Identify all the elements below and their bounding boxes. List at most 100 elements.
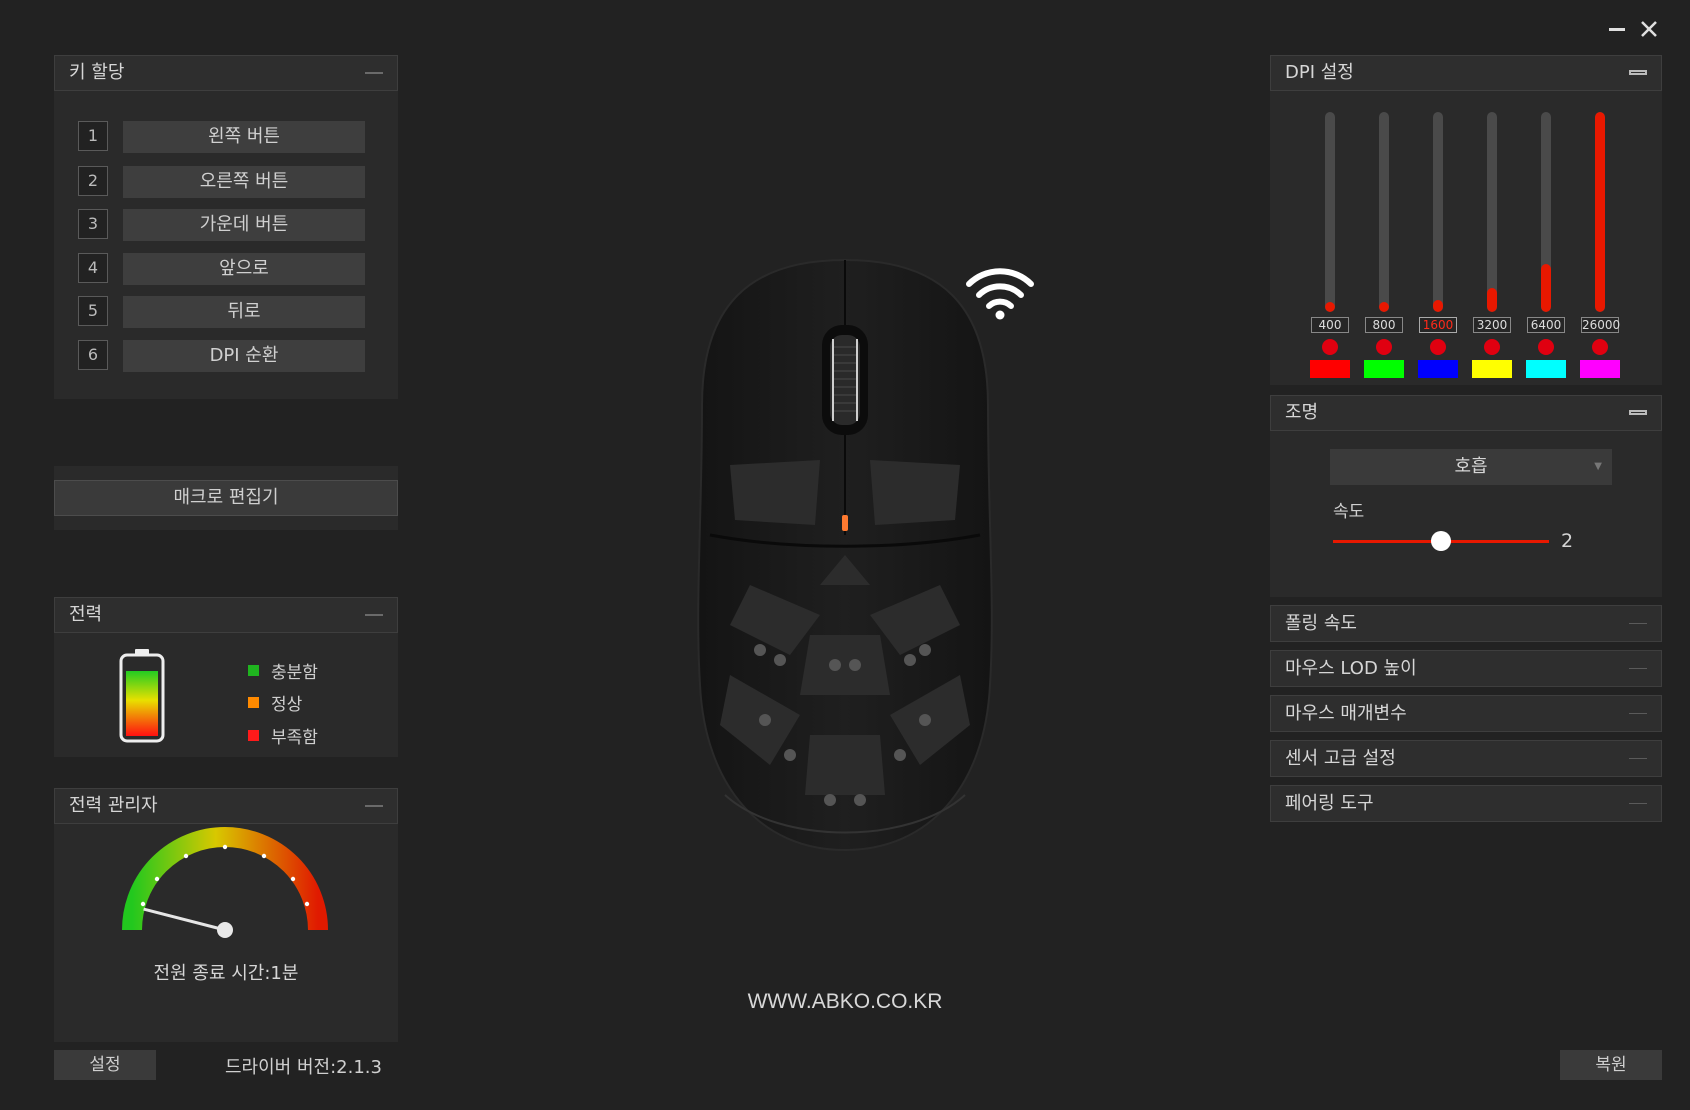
mouse-parameters-section[interactable]: 마우스 매개변수 (1270, 695, 1662, 732)
dpi-level[interactable]: 3200 (1462, 110, 1522, 378)
dpi-select-dot[interactable] (1376, 339, 1392, 355)
settings-button[interactable]: 설정 (54, 1050, 156, 1080)
mouse-image (697, 258, 993, 852)
close-button[interactable] (1637, 18, 1661, 40)
dpi-slider-fill (1541, 264, 1551, 312)
collapse-icon[interactable] (1629, 623, 1647, 624)
key-assign-button[interactable]: 오른쪽 버튼 (123, 166, 365, 198)
dpi-slider-fill (1325, 302, 1335, 312)
dpi-header[interactable]: DPI 설정 (1270, 55, 1662, 91)
section-label: 마우스 매개변수 (1285, 703, 1407, 724)
dpi-slider-fill (1433, 300, 1443, 312)
dpi-select-dot[interactable] (1538, 339, 1554, 355)
key-number: 5 (78, 296, 108, 326)
driver-version: 드라이버 버전:2.1.3 (225, 1057, 382, 1078)
key-number: 2 (78, 166, 108, 196)
website-link[interactable]: WWW.ABKO.CO.KR (747, 990, 943, 1013)
dpi-slider[interactable] (1487, 112, 1497, 312)
dpi-color-swatch[interactable] (1472, 360, 1512, 378)
speed-label: 속도 (1333, 502, 1365, 522)
collapse-icon[interactable] (1629, 70, 1647, 75)
key-number: 4 (78, 253, 108, 283)
speed-slider[interactable] (1333, 531, 1549, 551)
shutdown-time-text: 전원 종료 시간:1분 (153, 963, 299, 984)
pairing-tool-section[interactable]: 페어링 도구 (1270, 785, 1662, 822)
section-label: 센서 고급 설정 (1285, 748, 1396, 769)
dpi-level[interactable]: 400 (1300, 110, 1360, 378)
key-number: 3 (78, 209, 108, 239)
collapse-icon[interactable] (365, 805, 383, 807)
lighting-header[interactable]: 조명 (1270, 395, 1662, 431)
dpi-level[interactable]: 1600 (1408, 110, 1468, 378)
dpi-color-swatch[interactable] (1310, 360, 1350, 378)
dpi-level[interactable]: 26000 (1570, 110, 1630, 378)
dpi-level[interactable]: 6400 (1516, 110, 1576, 378)
section-label: 마우스 LOD 높이 (1285, 658, 1417, 679)
key-assign-title: 키 할당 (69, 62, 125, 83)
close-icon (1641, 21, 1657, 37)
restore-button[interactable]: 복원 (1560, 1050, 1662, 1080)
dpi-value[interactable]: 6400 (1527, 317, 1565, 333)
gauge-hub (217, 922, 233, 938)
dpi-slider[interactable] (1595, 112, 1605, 312)
dpi-slider[interactable] (1541, 112, 1551, 312)
collapse-icon[interactable] (1629, 803, 1647, 804)
dpi-slider[interactable] (1325, 112, 1335, 312)
dpi-value[interactable]: 26000 (1581, 317, 1621, 333)
legend-swatch (248, 664, 259, 676)
collapse-icon[interactable] (1629, 758, 1647, 759)
sensor-advanced-section[interactable]: 센서 고급 설정 (1270, 740, 1662, 777)
dpi-slider-fill (1595, 112, 1605, 312)
dpi-color-swatch[interactable] (1418, 360, 1458, 378)
battery-legend-normal: 정상 (248, 690, 302, 715)
dpi-value[interactable]: 400 (1311, 317, 1349, 333)
lighting-mode-value: 호흡 (1454, 456, 1488, 477)
dpi-select-dot[interactable] (1322, 339, 1338, 355)
lod-height-section[interactable]: 마우스 LOD 높이 (1270, 650, 1662, 687)
collapse-icon[interactable] (365, 72, 383, 74)
dpi-select-dot[interactable] (1484, 339, 1500, 355)
dpi-slider-fill (1379, 302, 1389, 312)
dpi-color-swatch[interactable] (1364, 360, 1404, 378)
power-header[interactable]: 전력 (54, 597, 398, 633)
battery-legend-low: 부족함 (248, 723, 318, 748)
polling-rate-section[interactable]: 폴링 속도 (1270, 605, 1662, 642)
shutdown-gauge[interactable] (120, 825, 330, 950)
dpi-title: DPI 설정 (1285, 62, 1354, 83)
dpi-value[interactable]: 800 (1365, 317, 1403, 333)
key-assign-button[interactable]: 앞으로 (123, 253, 365, 285)
dpi-select-dot[interactable] (1430, 339, 1446, 355)
collapse-icon[interactable] (1629, 713, 1647, 714)
dpi-value[interactable]: 1600 (1419, 317, 1457, 333)
collapse-icon[interactable] (1629, 668, 1647, 669)
power-manager-header[interactable]: 전력 관리자 (54, 788, 398, 824)
dpi-level[interactable]: 800 (1354, 110, 1414, 378)
power-panel (54, 633, 398, 757)
collapse-icon[interactable] (1629, 410, 1647, 415)
dpi-slider[interactable] (1379, 112, 1389, 312)
minimize-icon (1609, 27, 1625, 31)
section-label: 페어링 도구 (1285, 793, 1374, 814)
dpi-select-dot[interactable] (1592, 339, 1608, 355)
dpi-slider[interactable] (1433, 112, 1443, 312)
gauge-needle (143, 907, 226, 932)
dpi-color-swatch[interactable] (1526, 360, 1566, 378)
collapse-icon[interactable] (365, 614, 383, 616)
key-assign-header[interactable]: 키 할당 (54, 55, 398, 91)
chevron-down-icon: ▼ (1594, 461, 1602, 472)
key-assign-button[interactable]: 가운데 버튼 (123, 209, 365, 241)
section-label: 폴링 속도 (1285, 613, 1357, 634)
key-assign-button[interactable]: 왼쪽 버튼 (123, 121, 365, 153)
key-assign-button[interactable]: DPI 순환 (123, 340, 365, 372)
key-assign-button[interactable]: 뒤로 (123, 296, 365, 328)
dpi-slider-fill (1487, 288, 1497, 312)
dpi-color-swatch[interactable] (1580, 360, 1620, 378)
key-number: 1 (78, 121, 108, 151)
dpi-value[interactable]: 3200 (1473, 317, 1511, 333)
minimize-button[interactable] (1605, 18, 1629, 40)
lighting-mode-select[interactable]: 호흡 ▼ (1330, 449, 1612, 485)
legend-label: 충분함 (271, 663, 318, 683)
legend-swatch (248, 729, 259, 741)
speed-slider-thumb[interactable] (1431, 531, 1451, 551)
macro-editor-button[interactable]: 매크로 편집기 (54, 480, 398, 516)
